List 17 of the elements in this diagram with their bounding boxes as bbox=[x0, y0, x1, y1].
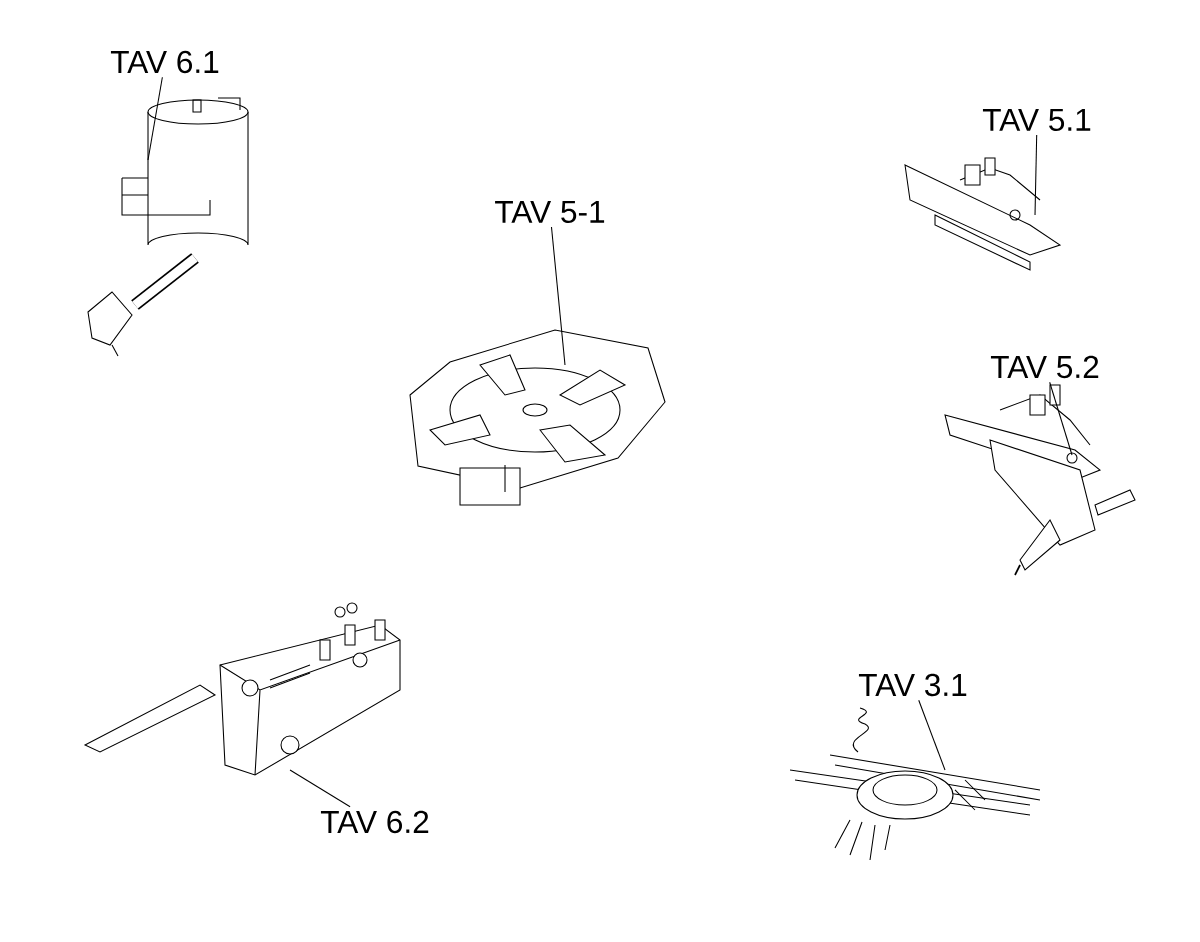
leader-line bbox=[289, 769, 351, 808]
part-label: TAV 5-1 bbox=[495, 200, 605, 223]
part-label: TAV 6.2 bbox=[320, 810, 429, 834]
part-label: TAV 5.2 bbox=[990, 355, 1099, 379]
leader-line bbox=[147, 76, 163, 161]
part-label: TAV 5.1 bbox=[982, 108, 1091, 131]
leader-line bbox=[1049, 381, 1073, 456]
leader-line bbox=[1034, 134, 1038, 216]
coupling-drawing bbox=[789, 707, 1041, 861]
turntable-drawing bbox=[409, 329, 666, 506]
part-label: TAV 6.1 bbox=[110, 50, 219, 74]
jaw-drawing bbox=[904, 157, 1062, 271]
tank-drawing bbox=[87, 97, 249, 357]
part-label: TAV 3.1 bbox=[858, 673, 967, 697]
leader-line bbox=[918, 699, 946, 771]
leader-line bbox=[550, 226, 566, 366]
jaw-drawing bbox=[944, 384, 1136, 576]
